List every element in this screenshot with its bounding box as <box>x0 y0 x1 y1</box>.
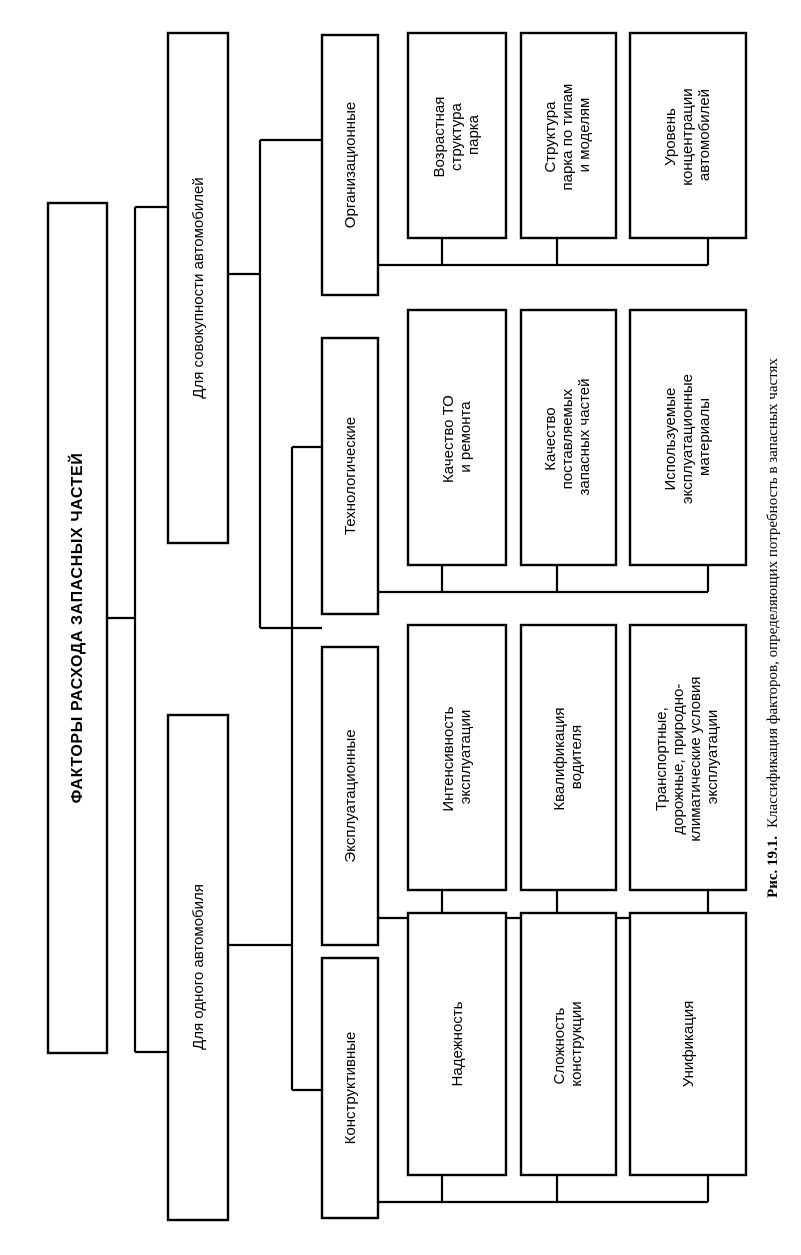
item-line: концентрации <box>679 88 696 185</box>
item-line: Сложность <box>551 1008 568 1085</box>
caption-text: Классификация факторов, определяющих пот… <box>765 358 781 828</box>
item-line: парка по типам <box>559 84 576 191</box>
root-label: ФАКТОРЫ РАСХОДА ЗАПАСНЫХ ЧАСТЕЙ <box>67 453 86 804</box>
item-line: Используемые <box>662 388 679 491</box>
item-box-unification: Унификация <box>628 911 748 1177</box>
item-label: Унификация <box>680 1001 697 1088</box>
item-line: и ремонта <box>457 401 474 473</box>
item-line: климатические условия <box>687 677 704 842</box>
level-label-fleet: Для совокупности автомобилей <box>190 177 207 398</box>
item-label: Транспортные, дорожные, природно- климат… <box>653 672 721 841</box>
item-line: Транспортные, <box>653 707 670 811</box>
group-box-technological: Технологические <box>320 336 380 616</box>
group-label-operational: Эксплуатационные <box>342 729 359 862</box>
item-line: и моделям <box>576 98 593 173</box>
group-label-technological: Технологические <box>342 417 359 535</box>
item-box-intensity: Интенсивность эксплуатации <box>406 623 508 892</box>
item-box-parts-quality: Качество поставляемых запасных частей <box>519 308 618 567</box>
group-box-operational: Эксплуатационные <box>320 645 380 947</box>
item-label: Качество поставляемых запасных частей <box>542 379 593 496</box>
item-label: Сложность конструкции <box>551 1001 585 1086</box>
item-line: Качество <box>542 407 559 470</box>
item-line: Качество ТО <box>440 395 457 483</box>
item-line: Надежность <box>449 1001 466 1086</box>
item-line: конструкции <box>568 1001 585 1086</box>
item-line: Возрастная <box>431 97 448 178</box>
item-line: Унификация <box>680 1001 697 1088</box>
item-line: Уровень <box>662 108 679 166</box>
item-label: Надежность <box>449 1001 466 1086</box>
item-box-driver-skill: Квалификация водителя <box>519 623 618 892</box>
caption-number: Рис. 19.1. <box>765 836 781 898</box>
item-line: эксплуатации <box>457 710 474 805</box>
group-box-organizational: Организационные <box>320 33 380 297</box>
item-label: Квалификация водителя <box>551 703 585 810</box>
item-box-maintenance-quality: Качество ТО и ремонта <box>406 308 508 567</box>
root-box: ФАКТОРЫ РАСХОДА ЗАПАСНЫХ ЧАСТЕЙ <box>46 201 109 1055</box>
item-line: водителя <box>568 725 585 789</box>
item-label: Уровень концентрации автомобилей <box>662 84 713 185</box>
item-line: Квалификация <box>551 708 568 811</box>
item-label: Качество ТО и ремонта <box>440 391 474 483</box>
item-box-fleet-structure: Структура парка по типам и моделям <box>519 31 618 240</box>
item-label: Интенсивность эксплуатации <box>440 702 474 811</box>
item-line: автомобилей <box>696 89 713 181</box>
group-label-organizational: Организационные <box>342 102 359 228</box>
item-box-reliability: Надежность <box>406 911 508 1177</box>
item-line: структура <box>448 103 465 171</box>
item-line: Интенсивность <box>440 706 457 811</box>
item-label: Возрастная структура парка <box>431 92 482 177</box>
item-line: парка <box>465 114 482 155</box>
level-label-single: Для одного автомобиля <box>190 884 207 1050</box>
item-label: Структура парка по типам и моделям <box>542 79 593 190</box>
item-line: эксплуатационные <box>679 374 696 504</box>
item-box-age-structure: Возрастная структура парка <box>406 31 508 240</box>
level-box-fleet: Для совокупности автомобилей <box>166 31 230 545</box>
group-box-constructive: Конструктивные <box>320 956 380 1220</box>
item-line: запасных частей <box>576 379 593 496</box>
item-label: Используемые эксплуатационные материалы <box>662 370 713 504</box>
item-box-concentration: Уровень концентрации автомобилей <box>628 31 748 240</box>
item-line: Структура <box>542 101 559 173</box>
item-line: эксплуатации <box>704 710 721 805</box>
connector-lines <box>107 138 710 1204</box>
item-box-conditions: Транспортные, дорожные, природно- климат… <box>628 623 748 892</box>
group-label-constructive: Конструктивные <box>342 1032 359 1145</box>
item-box-complexity: Сложность конструкции <box>519 911 618 1177</box>
item-box-materials: Используемые эксплуатационные материалы <box>628 308 748 567</box>
item-line: поставляемых <box>559 388 576 489</box>
item-line: материалы <box>696 398 713 476</box>
figure-caption: Рис. 19.1. Классификация факторов, опред… <box>764 358 781 898</box>
level-box-single: Для одного автомобиля <box>166 713 230 1222</box>
item-line: дорожные, природно- <box>670 684 687 835</box>
